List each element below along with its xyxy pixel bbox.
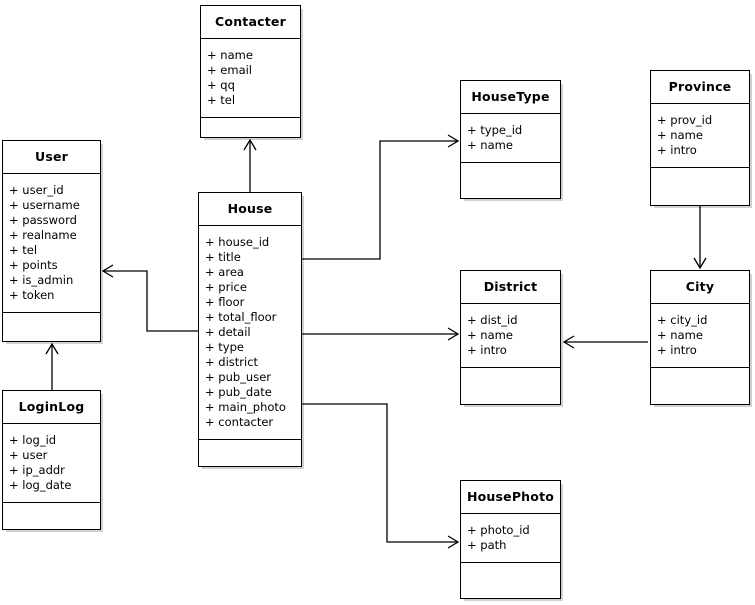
attribute-item: + prov_id — [657, 112, 713, 127]
attribute-item: + name — [207, 47, 253, 62]
attribute-item: + log_date — [9, 477, 72, 492]
attribute-item: + qq — [207, 77, 235, 92]
attribute-item: + name — [467, 327, 513, 342]
attribute-item: + ip_addr — [9, 462, 65, 477]
attribute-item: + area — [205, 264, 244, 279]
class-name-loginlog: LoginLog — [3, 391, 100, 424]
attribute-item: + floor — [205, 294, 245, 309]
attribute-item: + type — [205, 339, 244, 354]
uml-class-district[interactable]: District + dist_id + name + intro — [460, 270, 561, 405]
uml-class-province[interactable]: Province + prov_id + name + intro — [650, 70, 750, 206]
operation-compartment-district — [461, 368, 560, 390]
attribute-item: + city_id — [657, 312, 708, 327]
attribute-item: + house_id — [205, 234, 270, 249]
uml-class-house[interactable]: House + house_id + title + area + price … — [198, 192, 302, 467]
attribute-item: + photo_id — [467, 522, 530, 537]
uml-class-housephoto[interactable]: HousePhoto + photo_id + path — [460, 480, 561, 599]
attribute-item: + email — [207, 62, 253, 77]
uml-class-housetype[interactable]: HouseType + type_id + name — [460, 80, 561, 199]
class-name-contacter: Contacter — [201, 6, 300, 39]
class-name-user: User — [3, 141, 100, 174]
attribute-compartment-loginlog: + log_id + user + ip_addr + log_date — [3, 424, 100, 503]
operation-compartment-housephoto — [461, 563, 560, 585]
attribute-item: + district — [205, 354, 259, 369]
attribute-item: + realname — [9, 227, 77, 242]
attribute-compartment-user: + user_id + username + password + realna… — [3, 174, 100, 313]
attribute-item: + name — [657, 127, 703, 142]
attribute-item: + contacter — [205, 414, 274, 429]
attribute-item: + tel — [207, 92, 236, 107]
attribute-item: + total_floor — [205, 309, 277, 324]
association-province-city — [693, 206, 707, 270]
attribute-item: + pub_user — [205, 369, 272, 384]
attribute-item: + is_admin — [9, 272, 74, 287]
operation-compartment-loginlog — [3, 503, 100, 525]
operation-compartment-city — [651, 368, 749, 390]
class-name-housephoto: HousePhoto — [461, 481, 560, 514]
attribute-compartment-house: + house_id + title + area + price + floo… — [199, 226, 301, 440]
attribute-item: + tel — [9, 242, 38, 257]
class-name-district: District — [461, 271, 560, 304]
operation-compartment-contacter — [201, 118, 300, 140]
association-house-user — [101, 264, 198, 332]
attribute-compartment-contacter: + name + email + qq + tel — [201, 39, 300, 118]
attribute-item: + pub_date — [205, 384, 272, 399]
uml-class-user[interactable]: User + user_id + username + password + r… — [2, 140, 101, 342]
operation-compartment-user — [3, 313, 100, 335]
attribute-item: + main_photo — [205, 399, 286, 414]
attribute-item: + log_id — [9, 432, 57, 447]
attribute-item: + intro — [657, 142, 697, 157]
attribute-item: + name — [657, 327, 703, 342]
attribute-item: + points — [9, 257, 58, 272]
attribute-item: + intro — [657, 342, 697, 357]
attribute-item: + token — [9, 287, 55, 302]
attribute-item: + price — [205, 279, 247, 294]
attribute-compartment-housetype: + type_id + name — [461, 114, 560, 163]
association-house-housetype — [302, 134, 460, 260]
attribute-item: + title — [205, 249, 241, 264]
attribute-item: + user — [9, 447, 48, 462]
operation-compartment-house — [199, 440, 301, 462]
uml-class-city[interactable]: City + city_id + name + intro — [650, 270, 750, 405]
attribute-item: + type_id — [467, 122, 523, 137]
attribute-compartment-city: + city_id + name + intro — [651, 304, 749, 368]
attribute-item: + dist_id — [467, 312, 518, 327]
association-house-district — [302, 327, 460, 341]
association-loginlog-user — [45, 342, 59, 390]
attribute-compartment-housephoto: + photo_id + path — [461, 514, 560, 563]
operation-compartment-housetype — [461, 163, 560, 185]
class-name-city: City — [651, 271, 749, 304]
class-name-housetype: HouseType — [461, 81, 560, 114]
uml-class-contacter[interactable]: Contacter + name + email + qq + tel — [200, 5, 301, 138]
attribute-item: + name — [467, 137, 513, 152]
attribute-item: + user_id — [9, 182, 64, 197]
attribute-item: + detail — [205, 324, 251, 339]
attribute-item: + intro — [467, 342, 507, 357]
uml-class-loginlog[interactable]: LoginLog + log_id + user + ip_addr + log… — [2, 390, 101, 530]
attribute-item: + password — [9, 212, 77, 227]
class-name-province: Province — [651, 71, 749, 104]
attribute-item: + path — [467, 537, 507, 552]
operation-compartment-province — [651, 168, 749, 190]
association-city-district — [562, 335, 648, 349]
association-house-housephoto — [302, 403, 460, 549]
class-name-house: House — [199, 193, 301, 226]
attribute-compartment-district: + dist_id + name + intro — [461, 304, 560, 368]
attribute-compartment-province: + prov_id + name + intro — [651, 104, 749, 168]
attribute-item: + username — [9, 197, 80, 212]
association-house-contacter — [243, 138, 257, 192]
